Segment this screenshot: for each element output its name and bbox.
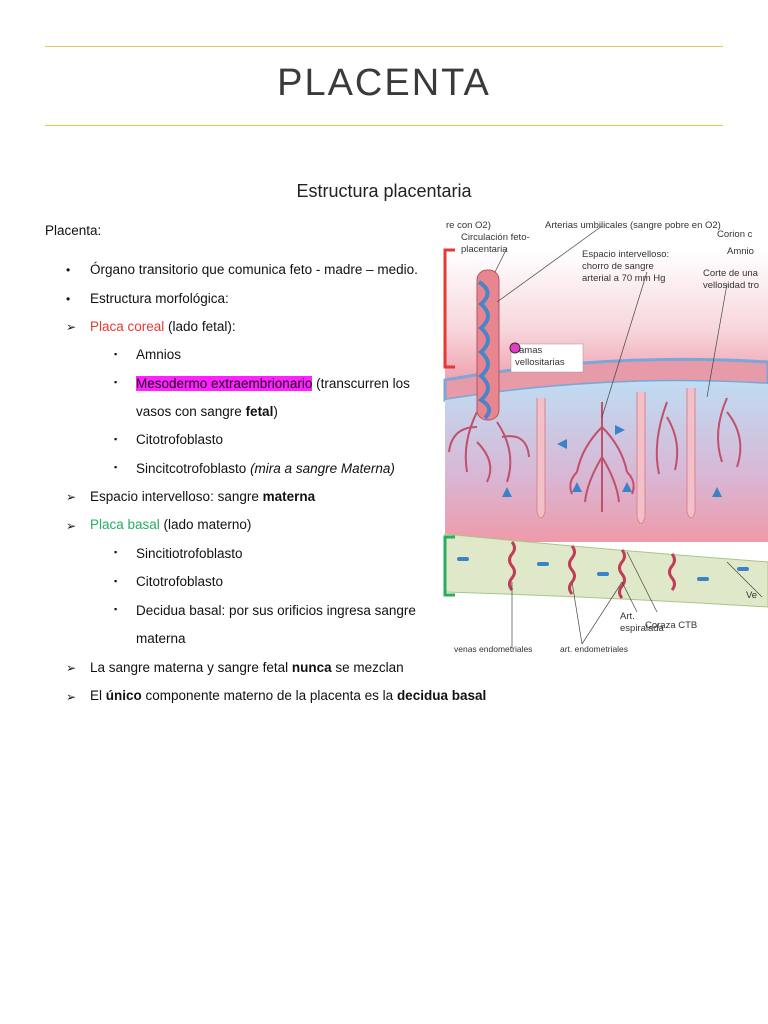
stem-villus bbox=[636, 392, 646, 524]
item-sincitiotrofoblasto: Sincitiotrofoblasto bbox=[136, 546, 243, 561]
arrow-marker: ➢ bbox=[66, 661, 77, 675]
item-citotrofoblasto: Citotrofoblasto bbox=[136, 432, 224, 447]
label-placentaria: placentaria bbox=[461, 244, 508, 255]
label-vellosidad: vellosidad tro bbox=[703, 280, 759, 291]
arrow-marker: ➢ bbox=[66, 320, 77, 334]
unico-line: El único componente materno de la placen… bbox=[90, 688, 487, 703]
arrow-marker: ➢ bbox=[66, 490, 77, 504]
bottom-rule bbox=[45, 125, 723, 126]
arrow-marker: ➢ bbox=[66, 519, 77, 533]
label-circulacion: Circulación feto- bbox=[461, 232, 530, 243]
placa-coreal-line: Placa coreal (lado fetal): bbox=[90, 319, 236, 334]
label-arterial: arterial a 70 mm Hg bbox=[582, 273, 665, 284]
label-sangre-o2: re con O2) bbox=[446, 220, 491, 231]
placa-basal-label: Placa basal bbox=[90, 517, 160, 532]
label-espacio-intervelloso: Espacio intervelloso: bbox=[582, 249, 669, 260]
label-amnio: Amnio bbox=[727, 246, 754, 257]
label-chorro: chorro de sangre bbox=[582, 261, 654, 272]
item-decidua: Decidua basal: por sus orificios ingresa… bbox=[136, 603, 416, 618]
item-decidua-cont: materna bbox=[136, 631, 186, 646]
label-corte: Corte de una bbox=[703, 268, 759, 279]
bullet-marker: • bbox=[66, 263, 71, 277]
square-marker: ▪ bbox=[114, 604, 118, 614]
mezclan-line: La sangre materna y sangre fetal nunca s… bbox=[90, 660, 404, 675]
label-art: Art. bbox=[620, 611, 635, 622]
bullet-estructura: Estructura morfológica: bbox=[90, 291, 229, 306]
item-sincitcotrofoblasto: Sincitcotrofoblasto (mira a sangre Mater… bbox=[136, 461, 395, 476]
label-corion: Corion c bbox=[717, 229, 753, 240]
item-citotrofoblasto-basal: Citotrofoblasto bbox=[136, 574, 224, 589]
spiral-arteries bbox=[508, 541, 676, 599]
label-vellositarias: vellositarias bbox=[515, 357, 565, 368]
item-mesodermo-cont: vasos con sangre fetal) bbox=[136, 404, 278, 419]
arrow-marker: ➢ bbox=[66, 690, 77, 704]
basal-plate bbox=[444, 533, 768, 608]
basal-bracket bbox=[443, 535, 455, 597]
label-ve: Ve bbox=[746, 590, 757, 601]
label-arterias-umbilicales: Arterias umbilicales (sangre pobre en O2… bbox=[545, 220, 721, 231]
item-mesodermo: Mesodermo extraembrionario (transcurren … bbox=[136, 376, 410, 391]
label-art-endometriales: art. endometriales bbox=[560, 644, 628, 654]
top-rule bbox=[45, 46, 723, 47]
mesodermo-highlight: Mesodermo extraembrionario bbox=[136, 376, 313, 391]
pointer-dot bbox=[509, 342, 521, 354]
section-heading: Estructura placentaria bbox=[296, 181, 472, 201]
leader-lines bbox=[494, 225, 763, 648]
bullet-marker: • bbox=[66, 292, 71, 306]
square-marker: ▪ bbox=[114, 434, 118, 444]
placa-basal-line: Placa basal (lado materno) bbox=[90, 517, 252, 532]
endometrial-veins bbox=[457, 557, 749, 581]
intro-label: Placenta: bbox=[45, 223, 102, 238]
square-marker: ▪ bbox=[114, 547, 118, 557]
stem-villus bbox=[536, 398, 546, 519]
placenta-diagram-svg: re con O2) Circulación feto- placentaria… bbox=[443, 220, 768, 654]
label-ramas: amas bbox=[519, 345, 542, 356]
square-marker: ▪ bbox=[114, 576, 118, 586]
umbilical-vein bbox=[477, 280, 492, 420]
ramas-label-box bbox=[510, 343, 584, 373]
blood-flow-arrows bbox=[502, 425, 722, 497]
placenta-diagram: re con O2) Circulación feto- placentaria… bbox=[437, 212, 768, 662]
villous-tree-left bbox=[448, 411, 530, 483]
chorionic-bracket bbox=[443, 248, 455, 369]
villous-tree-right bbox=[655, 397, 742, 475]
placa-coreal-label: Placa coreal bbox=[90, 319, 165, 334]
label-coraza: Coraza CTB bbox=[645, 620, 697, 631]
square-marker: ▪ bbox=[114, 349, 118, 359]
bullet-organo: Órgano transitorio que comunica feto - m… bbox=[90, 262, 418, 277]
espacio-line: Espacio intervelloso: sangre materna bbox=[90, 489, 316, 504]
square-marker: ▪ bbox=[114, 462, 118, 472]
label-espiralada: espiralada bbox=[620, 623, 665, 634]
item-amnios: Amnios bbox=[136, 347, 182, 362]
stem-villus bbox=[686, 388, 696, 519]
page-title: PLACENTA bbox=[277, 62, 491, 104]
villous-tree-center bbox=[569, 402, 635, 512]
square-marker: ▪ bbox=[114, 377, 118, 387]
label-venas-endometriales: venas endometriales bbox=[454, 644, 532, 654]
